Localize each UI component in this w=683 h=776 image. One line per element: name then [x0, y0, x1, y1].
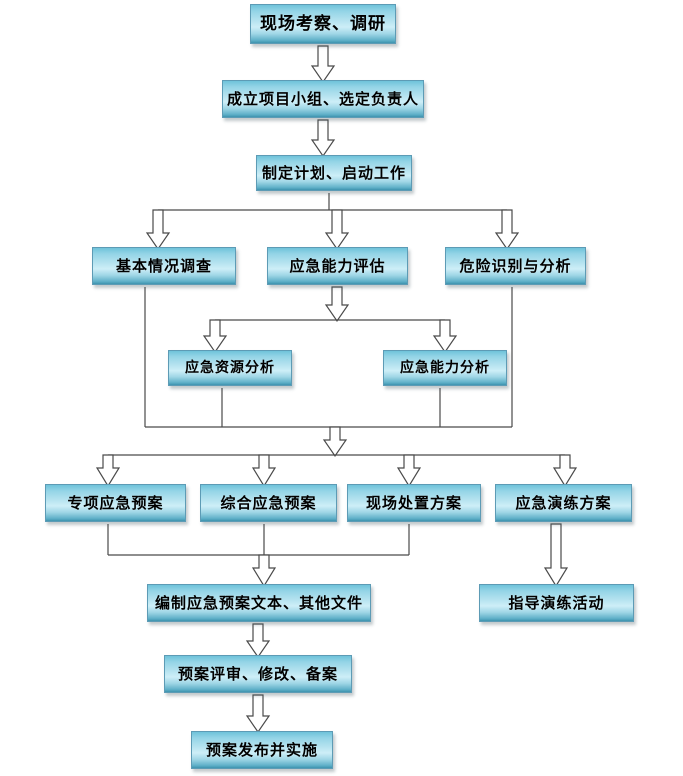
node-review-record[interactable]: 预案评审、修改、备案 — [164, 655, 352, 693]
fanout-plans — [95, 454, 578, 488]
node-label: 专项应急预案 — [67, 493, 164, 512]
node-survey[interactable]: 现场考察、调研 — [250, 4, 396, 44]
node-publish[interactable]: 预案发布并实施 — [191, 731, 333, 769]
fanout-capacity-eval — [202, 286, 458, 354]
node-label: 编制应急预案文本、其他文件 — [154, 593, 363, 612]
node-onsite-plan[interactable]: 现场处置方案 — [347, 484, 481, 522]
node-capacity-eval[interactable]: 应急能力评估 — [267, 247, 408, 285]
node-label: 应急能力分析 — [400, 360, 490, 376]
node-team[interactable]: 成立项目小组、选定负责人 — [222, 80, 424, 118]
node-label: 应急资源分析 — [185, 360, 275, 376]
node-label: 综合应急预案 — [220, 493, 317, 512]
node-guide-drill[interactable]: 指导演练活动 — [479, 584, 634, 622]
node-label: 指导演练活动 — [508, 593, 605, 612]
arrow-drill-plan-to-guide — [543, 523, 569, 588]
node-capability-analysis[interactable]: 应急能力分析 — [383, 350, 507, 386]
node-resource-analysis[interactable]: 应急资源分析 — [168, 350, 292, 386]
node-label: 预案发布并实施 — [205, 740, 318, 759]
node-compile-documents[interactable]: 编制应急预案文本、其他文件 — [147, 584, 371, 622]
arrow-review-to-publish — [245, 694, 271, 734]
node-label: 成立项目小组、选定负责人 — [226, 89, 419, 108]
node-special-plan[interactable]: 专项应急预案 — [45, 484, 186, 522]
node-label: 现场处置方案 — [365, 493, 462, 512]
arrow-compile-to-review — [245, 623, 271, 659]
node-label: 现场考察、调研 — [260, 13, 386, 34]
node-label: 应急能力评估 — [289, 256, 386, 275]
node-drill-plan[interactable]: 应急演练方案 — [495, 484, 632, 522]
node-label: 危险识别与分析 — [459, 256, 572, 275]
node-basic-survey[interactable]: 基本情况调查 — [92, 247, 236, 285]
node-label: 基本情况调查 — [115, 256, 212, 275]
node-label: 预案评审、修改、备案 — [177, 664, 338, 683]
node-plan-start[interactable]: 制定计划、启动工作 — [256, 155, 412, 191]
node-hazard-identification[interactable]: 危险识别与分析 — [445, 247, 586, 285]
arrow-team-to-plan-start — [310, 119, 336, 158]
node-label: 应急演练方案 — [515, 493, 612, 512]
node-label: 制定计划、启动工作 — [261, 163, 406, 182]
merge-plans-to-compile — [107, 524, 410, 588]
node-overall-plan[interactable]: 综合应急预案 — [200, 484, 337, 522]
arrow-survey-to-team — [310, 45, 336, 84]
fanout-plan-start — [145, 193, 520, 251]
